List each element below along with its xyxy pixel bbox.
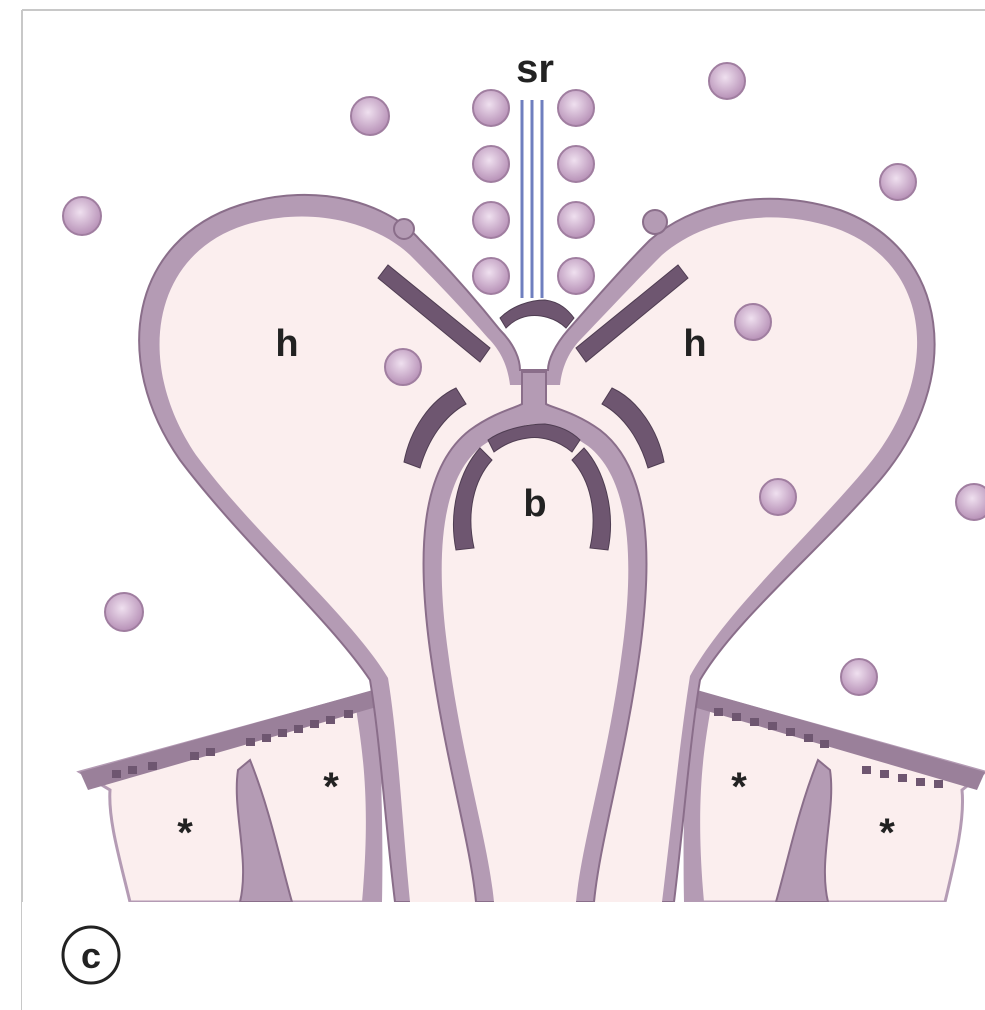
label-star: * xyxy=(879,811,895,855)
vesicle xyxy=(841,659,877,695)
label-h-right: h xyxy=(683,323,706,365)
vesicle xyxy=(558,258,594,294)
vesicle xyxy=(105,593,143,631)
label-star: * xyxy=(177,811,193,855)
vesicle xyxy=(473,202,509,238)
vesicle xyxy=(956,484,985,520)
vesicle xyxy=(351,97,389,135)
vesicle xyxy=(558,90,594,126)
vesicle xyxy=(558,202,594,238)
vesicle xyxy=(385,349,421,385)
vesicle xyxy=(473,258,509,294)
label-b: b xyxy=(523,483,546,525)
vesicle xyxy=(880,164,916,200)
label-sr: sr xyxy=(516,47,554,91)
membrane-bump-right xyxy=(643,210,667,234)
label-star: * xyxy=(323,765,339,809)
label-star: * xyxy=(731,765,747,809)
label-h-left: h xyxy=(275,323,298,365)
vesicle xyxy=(473,146,509,182)
synaptic-ribbon xyxy=(522,100,542,298)
panel-label-text: c xyxy=(81,935,101,976)
density-ribbon-base xyxy=(500,300,574,328)
vesicle xyxy=(760,479,796,515)
vesicle xyxy=(63,197,101,235)
vesicle xyxy=(473,90,509,126)
vesicle xyxy=(558,146,594,182)
vesicle xyxy=(709,63,745,99)
membrane-bump-left xyxy=(394,219,414,239)
vesicle xyxy=(735,304,771,340)
